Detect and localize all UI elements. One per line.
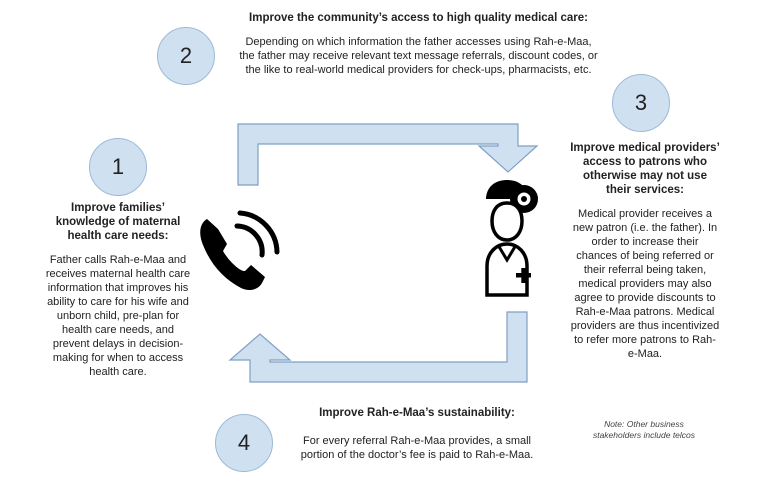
- step-4-body: For every referral Rah-e-Maa provides, a…: [300, 435, 534, 461]
- step-4-number-text: 4: [237, 430, 251, 455]
- step-3-number-text: 3: [634, 90, 648, 115]
- top-cycle-arrow: [237, 123, 539, 186]
- step-1-body: Father calls Rah-e-Maa and receives mate…: [45, 254, 191, 378]
- stakeholders-note: Note: Other business stakeholders includ…: [592, 419, 696, 440]
- step-2-number: 2: [157, 27, 215, 85]
- step-4-text: Improve Rah-e-Maa’s sustainability: For …: [288, 406, 546, 462]
- step-2-number-text: 2: [179, 43, 193, 68]
- step-3-body: Medical provider receives a new patron (…: [570, 208, 720, 360]
- step-1-heading: Improve families’ knowledge of maternal …: [55, 202, 181, 242]
- step-4-number: 4: [215, 414, 273, 472]
- step-3-text: Improve medical providers’ access to pat…: [570, 141, 720, 361]
- step-3-number: 3: [612, 74, 670, 132]
- step-1-text: Improve families’ knowledge of maternal …: [43, 201, 193, 379]
- bottom-cycle-arrow: [228, 311, 528, 383]
- step-2-text: Improve the community’s access to high q…: [226, 11, 611, 77]
- phone-icon: [200, 210, 280, 291]
- step-2-body: Depending on which information the fathe…: [239, 36, 598, 76]
- step-2-heading: Improve the community’s access to high q…: [249, 12, 588, 24]
- step-4-heading: Improve Rah-e-Maa’s sustainability:: [319, 407, 515, 419]
- step-1-number-text: 1: [111, 154, 125, 179]
- step-1-number: 1: [89, 138, 147, 196]
- doctor-icon: [485, 180, 538, 297]
- step-3-heading: Improve medical providers’ access to pat…: [570, 142, 720, 196]
